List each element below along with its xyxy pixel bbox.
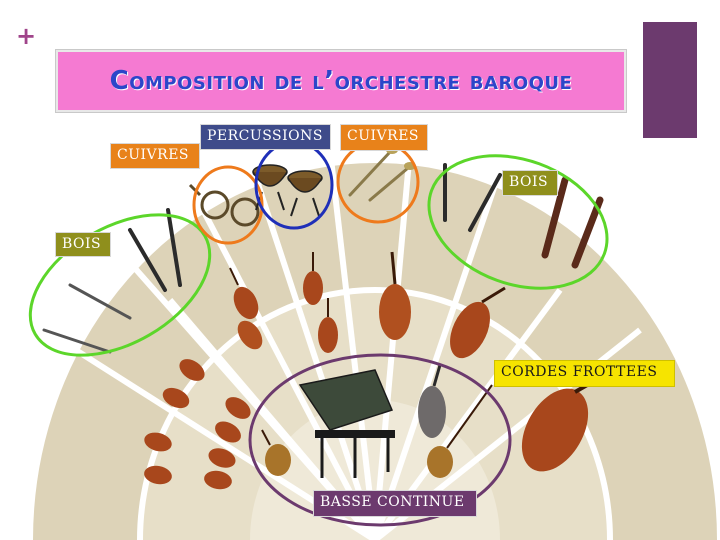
- oboe-icon: [166, 208, 182, 287]
- lower-left-violins: [144, 359, 251, 490]
- label-percussions: PERCUSSIONS: [200, 124, 331, 150]
- label-bois-right: BOIS: [502, 170, 558, 196]
- label-cuivres-right: CUIVRES: [340, 124, 428, 151]
- violin-icon: [229, 267, 259, 320]
- lute-icon: [261, 429, 291, 476]
- title-banner: Composition de l’orchestre baroque: [56, 50, 626, 112]
- viola-da-gamba-icon: [418, 364, 446, 438]
- page-title: Composition de l’orchestre baroque: [109, 66, 573, 96]
- basso-continuo-instruments: [261, 364, 493, 478]
- flute-icon: [68, 283, 132, 320]
- bassoon-icon: [541, 176, 569, 259]
- oboe-icon: [128, 228, 167, 292]
- trumpet-icon: [368, 166, 410, 202]
- violin-icon: [179, 359, 205, 381]
- horn-icon: [230, 197, 260, 227]
- violin-icon: [144, 432, 172, 452]
- woodwinds-left: [42, 208, 182, 354]
- violin-icon: [162, 387, 190, 409]
- violin-icon: [303, 252, 323, 305]
- horns: [188, 183, 260, 227]
- violin-icon: [237, 320, 263, 350]
- violin-icon: [208, 448, 236, 468]
- violin-icon: [204, 470, 232, 490]
- violin-icon: [215, 421, 241, 443]
- flute-icon: [42, 328, 112, 354]
- basse-continue-ring: [248, 353, 512, 527]
- viola-icon: [318, 298, 338, 353]
- label-bois-left: BOIS: [55, 232, 111, 257]
- cello-icon: [379, 251, 411, 340]
- cuivres-left-ring: [192, 165, 264, 245]
- bois-right-ring: [427, 154, 609, 290]
- corner-decoration: [643, 22, 697, 138]
- timpani: [252, 164, 323, 217]
- horn-icon: [200, 190, 230, 220]
- bassoon-icon: [571, 196, 604, 269]
- theorbo-icon: [427, 384, 493, 478]
- label-basse-continue: BASSE CONTINUE: [313, 490, 477, 517]
- woodwinds-right: [443, 163, 604, 269]
- plus-icon: +: [16, 22, 37, 50]
- violin-icon: [225, 397, 251, 419]
- harpsichord-icon: [298, 369, 395, 478]
- oboe-icon: [468, 173, 502, 232]
- trumpet-icon: [348, 150, 392, 197]
- cello-icon: [450, 286, 506, 359]
- violin-icon: [144, 465, 172, 485]
- label-cuivres-left: CUIVRES: [110, 143, 200, 169]
- label-cordes-frottees: CORDES FROTTEES: [494, 360, 675, 387]
- upper-strings: [229, 251, 506, 359]
